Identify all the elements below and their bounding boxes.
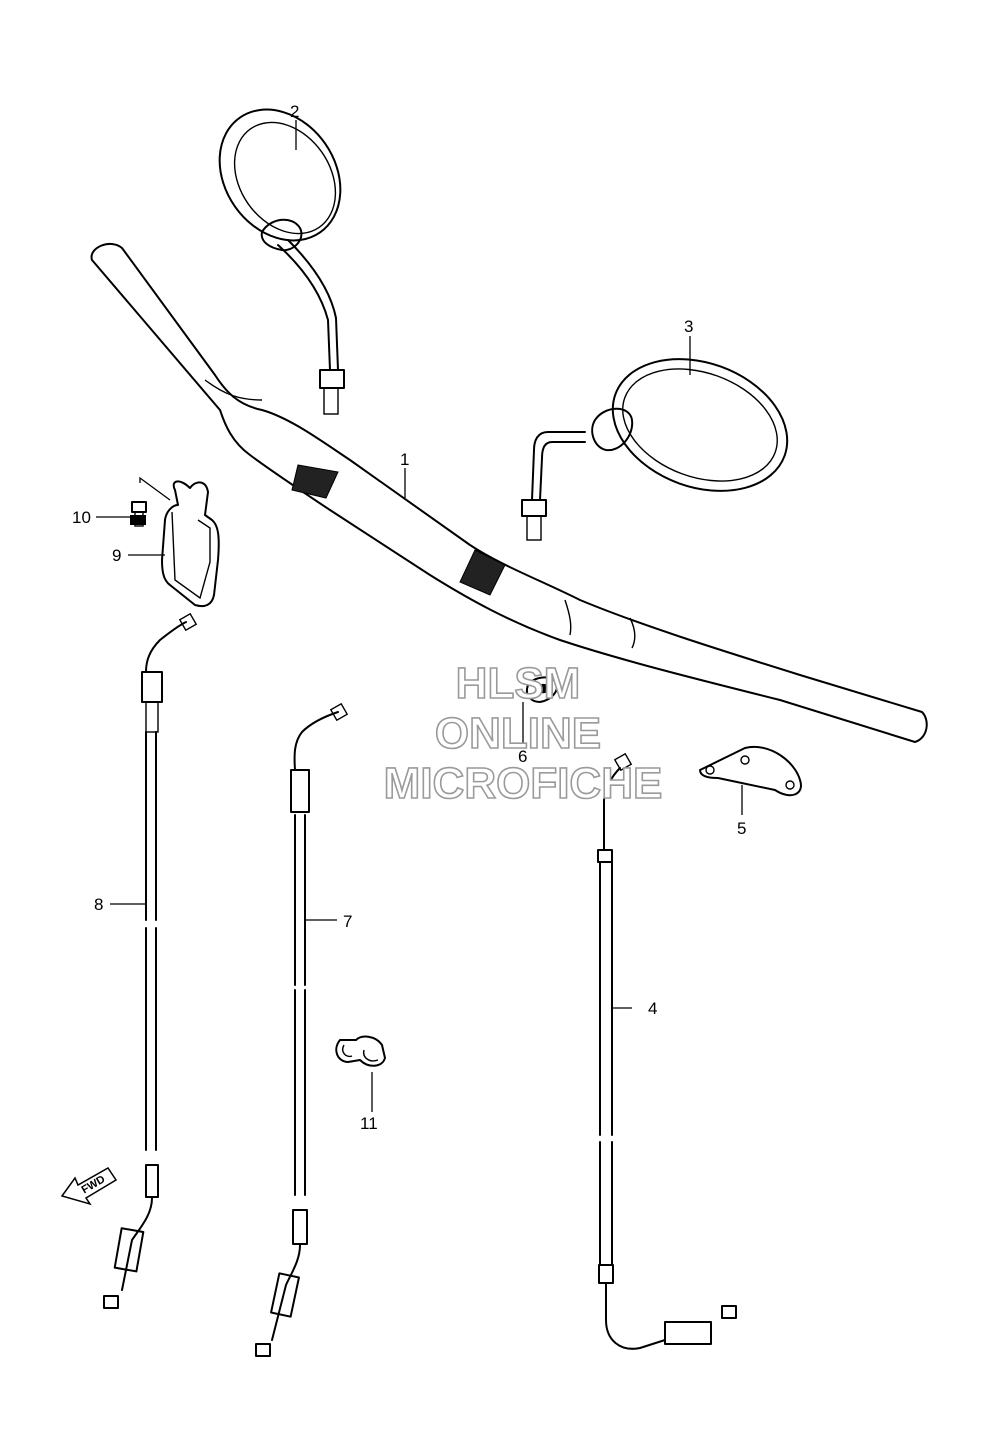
callout-3: 3: [684, 317, 693, 336]
callout-6: 6: [518, 747, 527, 766]
throttle-cable-7: [255, 702, 349, 1357]
callout-5: 5: [737, 819, 746, 838]
watermark-line2: ONLINE: [435, 709, 601, 758]
clutch-cable-4: [597, 752, 737, 1350]
watermark-line3: MICROFICHE: [384, 759, 663, 808]
mirror-right: [521, 358, 789, 541]
handlebar: [90, 242, 928, 743]
callout-10: 10: [72, 508, 91, 527]
callout-2: 2: [290, 102, 299, 121]
watermark-line1: HLSM: [456, 659, 581, 708]
bolt: [130, 501, 147, 527]
callout-8: 8: [94, 895, 103, 914]
throttle-cable-8: [103, 612, 198, 1309]
cable-clip: [335, 1035, 386, 1067]
clamp: [526, 676, 558, 703]
leader-lines: [96, 120, 743, 1112]
watermark: HLSM ONLINE MICROFICHE: [383, 658, 663, 809]
plate: [699, 745, 802, 797]
mirror-left: [218, 108, 345, 415]
callouts: 2 3 1 10 9 6 5 8 7 4 11: [72, 102, 746, 1133]
callout-9: 9: [112, 546, 121, 565]
bracket-holder: [161, 480, 220, 608]
callout-4: 4: [648, 999, 657, 1018]
callout-1: 1: [400, 450, 409, 469]
callout-11: 11: [360, 1114, 378, 1133]
forward-arrow-icon: FWD: [60, 1167, 118, 1206]
callout-7: 7: [343, 912, 352, 931]
